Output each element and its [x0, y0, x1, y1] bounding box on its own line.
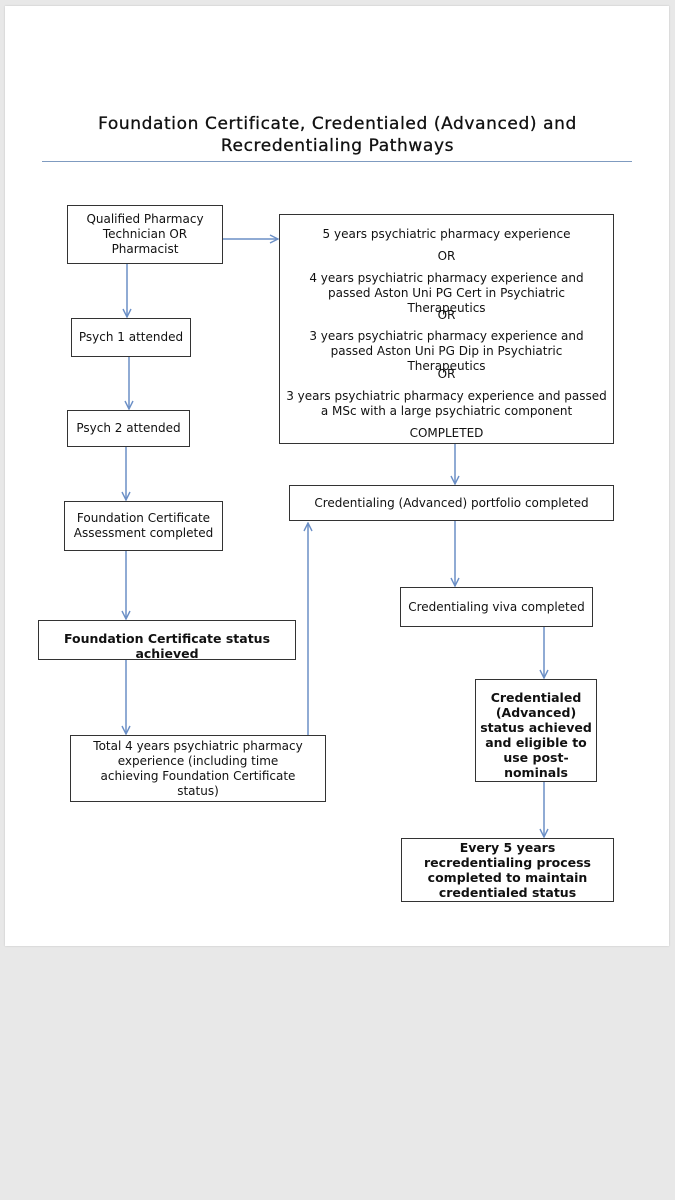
foundation-status-label: Foundation Certificate status achieved — [63, 631, 271, 660]
recredentialing-label: Every 5 years recredentialing process co… — [424, 840, 591, 900]
or-3-text: OR — [437, 367, 456, 381]
foundation-status-box: Foundation Certificate status achieved — [38, 620, 296, 660]
title-rule — [42, 161, 632, 162]
qualified-box: Qualified Pharmacy Technician OR Pharmac… — [67, 205, 223, 264]
option-4-text: 3 years psychiatric pharmacy experience … — [286, 389, 607, 418]
psych1-box: Psych 1 attended — [71, 318, 191, 357]
foundation-assessment-box: Foundation Certificate Assessment comple… — [64, 501, 223, 551]
recredentialing-box: Every 5 years recredentialing process co… — [401, 838, 614, 902]
qualified-label: Qualified Pharmacy Technician OR Pharmac… — [86, 212, 204, 256]
psych1-label: Psych 1 attended — [78, 330, 184, 344]
title-line-2: Recredentialing Pathways — [220, 136, 455, 156]
title-line-1: Foundation Certificate, Credentialed (Ad… — [98, 114, 577, 134]
experience-options-box — [279, 214, 614, 444]
or-2-text: OR — [437, 308, 456, 322]
page-title: Foundation Certificate, Credentialed (Ad… — [40, 113, 635, 157]
option-1-text: 5 years psychiatric pharmacy experience — [322, 227, 571, 241]
foundation-assessment-label: Foundation Certificate Assessment comple… — [73, 511, 214, 540]
psych2-label: Psych 2 attended — [76, 421, 181, 435]
total-experience-label: Total 4 years psychiatric pharmacy exper… — [93, 738, 303, 798]
credentialed-status-label: Credentialed (Advanced) status achieved … — [480, 690, 592, 780]
viva-label: Credentialing viva completed — [408, 599, 585, 614]
portfolio-label: Credentialing (Advanced) portfolio compl… — [314, 495, 589, 510]
credentialed-status-box: Credentialed (Advanced) status achieved … — [475, 679, 597, 782]
option-2-text: 4 years psychiatric pharmacy experience … — [309, 271, 584, 315]
completed-text: COMPLETED — [409, 426, 484, 440]
option-3-text: 3 years psychiatric pharmacy experience … — [309, 329, 584, 373]
total-experience-box: Total 4 years psychiatric pharmacy exper… — [70, 735, 326, 802]
portfolio-box: Credentialing (Advanced) portfolio compl… — [289, 485, 614, 521]
psych2-box: Psych 2 attended — [67, 410, 190, 447]
or-1-text: OR — [437, 249, 456, 263]
viva-box: Credentialing viva completed — [400, 587, 593, 627]
